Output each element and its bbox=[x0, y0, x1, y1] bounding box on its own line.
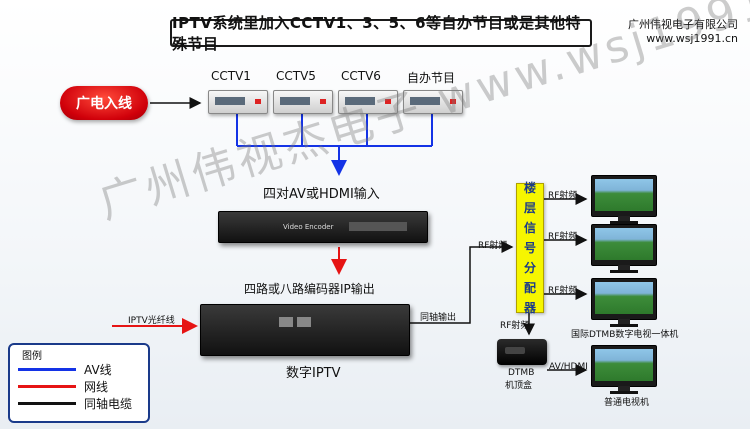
legend-label-net: 网线 bbox=[84, 380, 109, 394]
splitter-char: 信 bbox=[523, 221, 536, 235]
iptv-server-device bbox=[200, 304, 410, 356]
encoder-display bbox=[349, 222, 407, 231]
av-lines bbox=[236, 113, 433, 176]
splitter-rf-in-label: RF射频 bbox=[478, 241, 508, 251]
legend-swatch-coax bbox=[18, 402, 76, 405]
encoder-input-label: 四对AV或HDMI输入 bbox=[263, 187, 380, 202]
tv-set-4 bbox=[591, 345, 657, 394]
iptv-port-2 bbox=[297, 317, 311, 327]
legend-title: 图例 bbox=[22, 351, 42, 362]
dtmb-set-top-box bbox=[497, 339, 547, 365]
iptv-port-1 bbox=[279, 317, 293, 327]
encoder-brand: Video Encoder bbox=[283, 223, 334, 231]
stb-name-line1: DTMB bbox=[508, 368, 535, 378]
legend-swatch-av bbox=[18, 368, 76, 371]
coax-to-splitter bbox=[408, 241, 514, 324]
encoder-output-label: 四路或八路编码器IP输出 bbox=[244, 282, 375, 296]
stb-out-label: AV/HDMI bbox=[549, 362, 588, 372]
stb-name-line2: 机顶盒 bbox=[505, 381, 533, 391]
legend-label-coax: 同轴电缆 bbox=[84, 397, 133, 411]
receiver-device-1 bbox=[208, 90, 268, 114]
source-label-cctv5: CCTV5 bbox=[276, 69, 316, 83]
legend-box: 图例 AV线 网线 同轴电缆 bbox=[8, 343, 150, 423]
splitter-char: 楼 bbox=[523, 181, 536, 195]
tv-set-1 bbox=[591, 175, 657, 224]
source-label-custom: 自办节目 bbox=[407, 71, 456, 85]
video-encoder-device: Video Encoder bbox=[218, 211, 428, 243]
source-label-cctv1: CCTV1 bbox=[211, 69, 251, 83]
coax-output-label: 同轴输出 bbox=[420, 313, 457, 323]
splitter-char: 器 bbox=[523, 301, 536, 315]
tv-set-3 bbox=[591, 278, 657, 327]
legend-swatch-net bbox=[18, 385, 76, 388]
tv-set-2 bbox=[591, 224, 657, 273]
stb-rf-label: RF射频 bbox=[500, 321, 530, 331]
splitter-char: 分 bbox=[523, 261, 536, 275]
diagram-title: IPTV系统里加入CCTV1、3、5、6等自办节目或是其他特殊节目 bbox=[170, 14, 592, 53]
receiver-device-3 bbox=[338, 90, 398, 114]
legend-label-av: AV线 bbox=[84, 363, 112, 377]
splitter-char: 配 bbox=[523, 281, 536, 295]
company-name: 广州伟视电子有限公司 bbox=[628, 18, 738, 31]
iptv-name: 数字IPTV bbox=[286, 366, 341, 381]
normal-tv-label: 普通电视机 bbox=[604, 398, 650, 408]
splitter-char: 号 bbox=[523, 241, 536, 255]
receiver-device-4 bbox=[403, 90, 463, 114]
iptv-fiber-label: IPTV光纤线 bbox=[128, 316, 175, 326]
integrated-tv-label: 国际DTMB数字电视一体机 bbox=[571, 330, 679, 340]
tv-rf-label-3: RF射频 bbox=[548, 286, 578, 296]
tv-rf-label-1: RF射频 bbox=[548, 191, 578, 201]
splitter-char: 层 bbox=[523, 201, 536, 215]
floor-signal-splitter: 楼 层 信 号 分 配 器 bbox=[516, 181, 544, 315]
source-label-cctv6: CCTV6 bbox=[341, 69, 381, 83]
tv-rf-label-2: RF射频 bbox=[548, 232, 578, 242]
broadcast-input-pill: 广电入线 bbox=[60, 86, 148, 120]
receiver-device-2 bbox=[273, 90, 333, 114]
company-url: www.wsj1991.cn bbox=[646, 32, 738, 45]
